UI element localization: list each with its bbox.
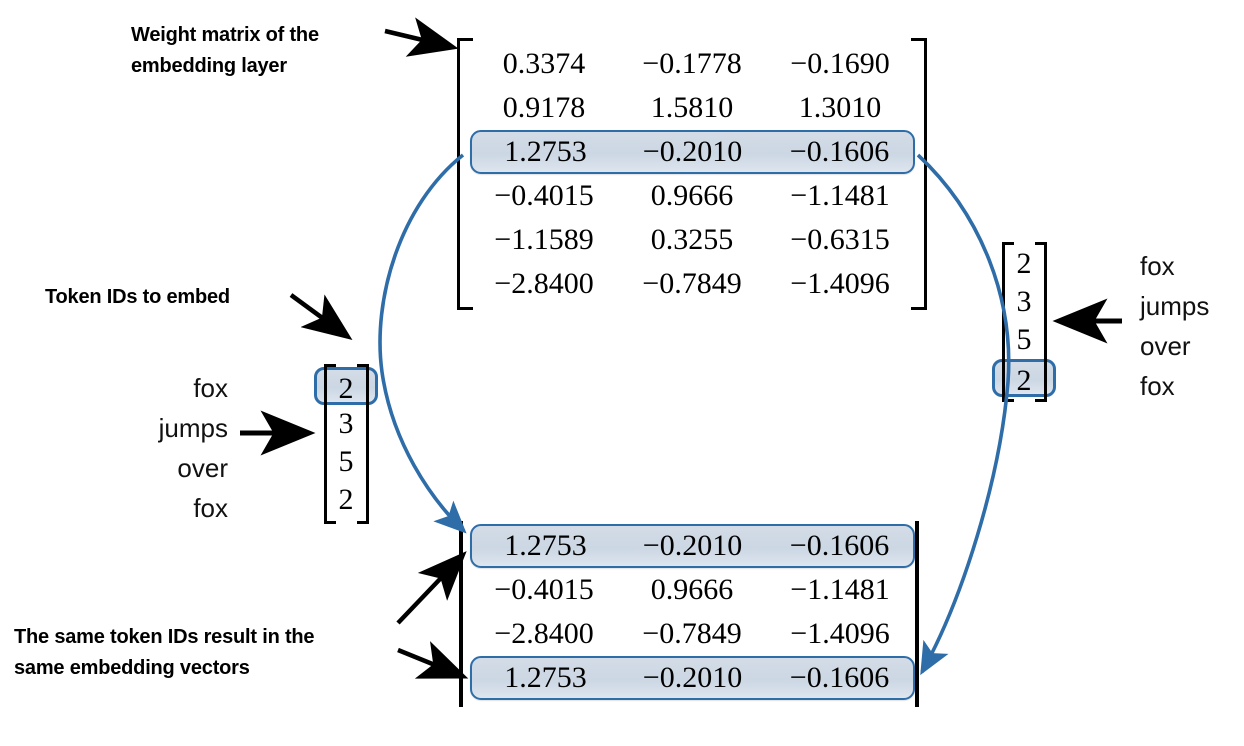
token-ids-annotation: Token IDs to embed (45, 282, 230, 313)
embedding-cell: −2.8400 (494, 617, 594, 650)
input-word-3: fox (193, 493, 228, 523)
weight-cell: 0.9178 (502, 91, 586, 124)
weight-matrix-bracket-right (911, 38, 927, 310)
embedding-cell: 1.2753 (504, 529, 587, 562)
weight-matrix-row: −2.8400 −0.7849 −1.4096 (470, 262, 915, 306)
embedding-row-highlighted: 1.2753 −0.2010 −0.1606 (470, 656, 915, 700)
embedding-cell: −0.1606 (789, 661, 890, 694)
weight-cell: 1.2753 (504, 135, 587, 168)
weight-cell: −1.4096 (790, 267, 890, 300)
output-word-0: fox (1140, 251, 1175, 281)
embedding-cell: −1.1481 (790, 573, 890, 606)
weight-cell: −1.1589 (494, 223, 594, 256)
embedding-output-matrix: 1.2753 −0.2010 −0.1606 −0.4015 0.9666 −1… (470, 524, 915, 700)
arrow-to-token-ids (289, 293, 353, 340)
embedding-row: −0.4015 0.9666 −1.1481 (470, 568, 915, 612)
weight-cell: −0.4015 (494, 179, 594, 212)
output-token-id-1: 3 (1016, 285, 1032, 318)
weight-cell: −0.1778 (642, 47, 742, 80)
embedding-cell: 1.2753 (504, 661, 587, 694)
weight-cell: 0.3255 (650, 223, 734, 256)
input-word-1: jumps (158, 413, 228, 443)
output-token-id-2: 5 (1016, 323, 1032, 356)
embedding-cell: −1.4096 (790, 617, 890, 650)
weight-matrix-annotation: Weight matrix of the embedding layer (131, 20, 319, 82)
input-token-bracket-left (324, 364, 336, 524)
embedding-cell: −0.4015 (494, 573, 594, 606)
input-token-id-2: 5 (338, 445, 354, 478)
weight-cell: −0.1690 (790, 47, 890, 80)
input-token-id-3: 2 (338, 483, 354, 516)
embedding-cell: −0.2010 (642, 661, 743, 694)
embedding-cell: 0.9666 (650, 573, 734, 606)
embedding-cell: −0.1606 (789, 529, 890, 562)
embedding-cell: −0.2010 (642, 529, 743, 562)
weight-matrix: 0.3374 −0.1778 −0.1690 0.9178 1.5810 1.3… (470, 42, 915, 306)
weight-cell: −0.7849 (642, 267, 742, 300)
same-embedding-annotation-line2: same embedding vectors (14, 657, 250, 679)
weight-cell: −0.1606 (789, 135, 890, 168)
weight-cell: 0.3374 (502, 47, 586, 80)
embedding-matrix-bracket-left (459, 521, 463, 707)
weight-matrix-row-highlighted: 1.2753 −0.2010 −0.1606 (470, 130, 915, 174)
output-token-bracket-right (1035, 242, 1047, 402)
token-ids-annotation-line1: Token IDs to embed (45, 286, 230, 308)
weight-cell: −0.6315 (790, 223, 890, 256)
arrow-to-last-embedding-row (397, 641, 469, 679)
input-token-bracket-right (357, 364, 369, 524)
embedding-row: −2.8400 −0.7849 −1.4096 (470, 612, 915, 656)
output-word-2: over (1140, 331, 1191, 361)
output-word-list: fox jumps over fox (1140, 246, 1244, 406)
same-embedding-annotation: The same token IDs result in the same em… (14, 622, 315, 684)
output-token-bracket-left (1002, 242, 1014, 402)
embedding-cell: −0.7849 (642, 617, 742, 650)
weight-cell: −1.1481 (790, 179, 890, 212)
input-token-id-1: 3 (338, 407, 354, 440)
input-word-list: fox jumps over fox (108, 368, 228, 528)
lookup-curve-right (916, 153, 1011, 676)
weight-cell: −0.2010 (642, 135, 743, 168)
output-word-3: fox (1140, 371, 1175, 401)
weight-matrix-row: 0.9178 1.5810 1.3010 (470, 86, 915, 130)
weight-cell: 1.3010 (798, 91, 882, 124)
arrow-to-first-embedding-row (396, 551, 467, 625)
embedding-row-highlighted: 1.2753 −0.2010 −0.1606 (470, 524, 915, 568)
weight-cell: 0.9666 (650, 179, 734, 212)
weight-matrix-row: −0.4015 0.9666 −1.1481 (470, 174, 915, 218)
input-word-0: fox (193, 373, 228, 403)
weight-matrix-annotation-line2: embedding layer (131, 55, 287, 77)
weight-matrix-annotation-line1: Weight matrix of the (131, 24, 319, 46)
embedding-matrix-bracket-right (915, 521, 919, 707)
output-word-1: jumps (1140, 291, 1210, 321)
weight-cell: −2.8400 (494, 267, 594, 300)
output-token-id-0: 2 (1016, 247, 1032, 280)
arrow-to-weight-matrix (384, 17, 459, 57)
weight-matrix-row: 0.3374 −0.1778 −0.1690 (470, 42, 915, 86)
lookup-curve-left (378, 153, 467, 534)
same-embedding-annotation-line1: The same token IDs result in the (14, 626, 315, 648)
input-word-2: over (177, 453, 228, 483)
weight-cell: 1.5810 (650, 91, 734, 124)
weight-matrix-bracket-left (457, 38, 473, 310)
weight-matrix-row: −1.1589 0.3255 −0.6315 (470, 218, 915, 262)
